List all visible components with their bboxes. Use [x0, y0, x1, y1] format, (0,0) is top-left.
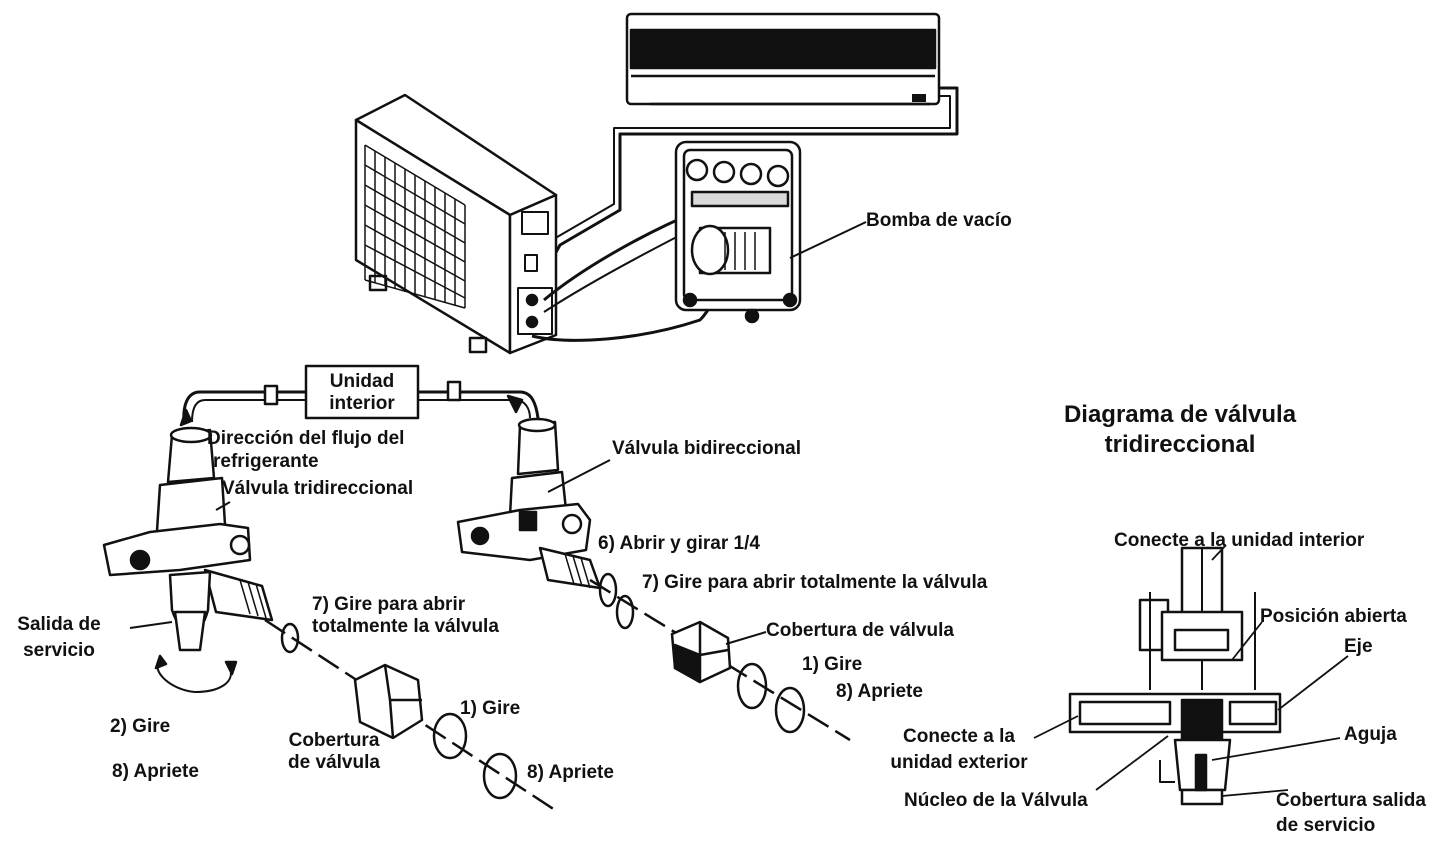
refrigerant-flow-line1: Dirección del flujo del: [207, 428, 405, 449]
service-port-cover-line1: Cobertura salida: [1276, 790, 1426, 811]
diagram-title: Diagrama de válvula tridireccional: [1030, 400, 1330, 460]
step8-under-step2-label: 8) Apriete: [112, 761, 199, 782]
refrigerant-flow-line2: refrigerante: [213, 451, 319, 472]
wall-unit-pipe: [533, 86, 959, 291]
shaft-label: Eje: [1344, 636, 1373, 657]
vacuum-pump: [674, 140, 802, 324]
step7-left-line2: totalmente la válvula: [312, 616, 499, 637]
valve-core-label: Núcleo de la Válvula: [904, 790, 1088, 811]
service-port-cover-label: Cobertura salida de servicio: [1276, 788, 1426, 838]
indoor-piping-loop: [179, 364, 540, 427]
refrigerant-flow-label: Dirección del flujo del refrigerante: [207, 427, 404, 473]
indoor-unit-box-line1: Unidad: [329, 371, 395, 392]
service-port-line2: servicio: [23, 640, 95, 661]
step7-left-label: 7) Gire para abrir totalmente la válvula: [312, 594, 499, 638]
needle-label: Aguja: [1344, 724, 1397, 745]
right-exploded-parts: [589, 572, 851, 742]
service-port-line1: Salida de: [17, 614, 101, 635]
indoor-wall-unit: [625, 12, 941, 106]
step6-label: 6) Abrir y girar 1/4: [598, 533, 760, 554]
valve-cover-left-label: Cobertura de válvula: [276, 730, 392, 774]
diagram-title-line2: tridireccional: [1104, 431, 1256, 458]
valve-cover-left-line1: Cobertura: [288, 730, 380, 751]
cross-section-leaders: [1033, 544, 1349, 797]
vacuum-pump-label: Bomba de vacío: [866, 210, 1012, 231]
indoor-unit-box-line2: interior: [329, 393, 395, 414]
connect-outdoor-line2: unidad exterior: [890, 752, 1028, 773]
valve-cover-right-label: Cobertura de válvula: [766, 620, 954, 641]
three-way-valve-label: Válvula tridireccional: [222, 478, 414, 499]
outdoor-unit: [354, 93, 558, 355]
two-way-valve-label: Válvula bidireccional: [612, 438, 802, 459]
step8-right-label: 8) Apriete: [836, 681, 923, 703]
step1-left-label: 1) Gire: [460, 698, 521, 719]
step7-right-label: 7) Gire para abrir totalmente la válvula: [642, 572, 988, 593]
two-way-valve: [456, 417, 602, 590]
diagram-title-line1: Diagrama de válvula: [1063, 401, 1297, 428]
connect-outdoor-label: Conecte a la unidad exterior: [884, 724, 1034, 776]
step7-left-line1: 7) Gire para abrir: [312, 594, 466, 615]
left-exploded-parts: [264, 618, 556, 812]
service-port-label: Salida de servicio: [4, 612, 114, 664]
three-way-valve: [102, 426, 274, 693]
service-port-cover-line2: de servicio: [1276, 815, 1376, 836]
open-position-label: Posición abierta: [1260, 606, 1407, 627]
connect-indoor-label: Conecte a la unidad interior: [1114, 530, 1365, 551]
step8-right-text: 8) Apriete: [836, 681, 923, 702]
valve-cross-section: [1068, 546, 1282, 806]
step2-label: 2) Gire: [110, 716, 171, 737]
step1-right-label: 1) Gire: [802, 654, 863, 675]
indoor-unit-box-label: Unidad interior: [306, 371, 418, 415]
vacuum-pump-leader: [789, 221, 867, 259]
step8-left-label: 8) Apriete: [527, 762, 614, 783]
connect-outdoor-line1: Conecte a la: [903, 726, 1015, 747]
valve-cover-left-line2: de válvula: [288, 752, 380, 773]
